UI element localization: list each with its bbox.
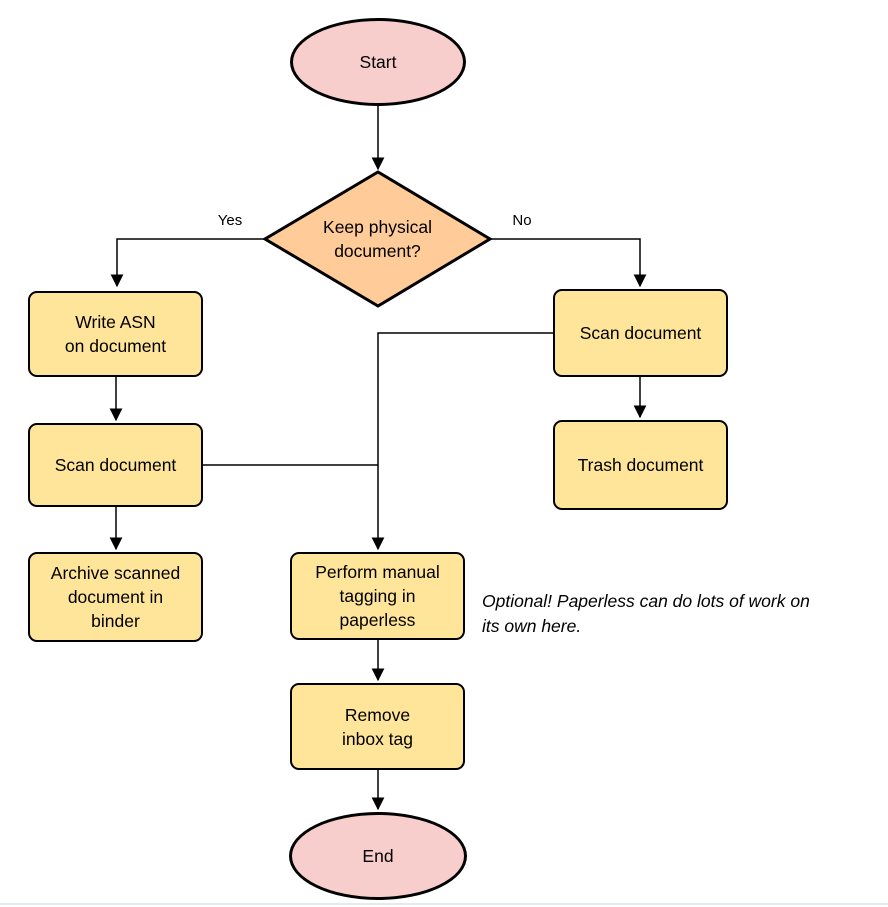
node-remove-inbox-tag-label: Remove inbox tag <box>341 704 414 749</box>
node-scan-document-right: Scan document <box>553 289 728 377</box>
node-perform-tagging-label: Perform manual tagging in paperless <box>315 562 440 630</box>
node-end: End <box>289 812 467 900</box>
node-perform-tagging: Perform manual tagging in paperless <box>290 552 465 640</box>
node-write-asn-label: Write ASN on document <box>64 312 167 356</box>
page-bottom-divider <box>0 903 888 905</box>
node-archive-binder: Archive scanned document in binder <box>28 552 203 642</box>
node-trash-document-label: Trash document <box>577 455 704 475</box>
node-scan-document-left-label: Scan document <box>54 455 177 475</box>
node-scan-document-right-label: Scan document <box>579 323 702 343</box>
edge-label-no: No <box>512 212 532 229</box>
edge-label-yes: Yes <box>217 212 243 229</box>
node-start: Start <box>290 18 466 106</box>
edge-scan-right-to-perform-tagging <box>371 332 553 551</box>
node-start-label: Start <box>359 52 397 72</box>
node-write-asn: Write ASN on document <box>28 291 203 377</box>
node-trash-document: Trash document <box>553 420 728 510</box>
node-decision-label: Keep physical document? <box>323 217 432 261</box>
node-remove-inbox-tag: Remove inbox tag <box>290 683 465 770</box>
edge-decision-no-to-scan-right <box>490 238 647 288</box>
decision-diamond-shape <box>262 170 493 308</box>
node-decision: Keep physical document? <box>265 172 490 306</box>
edge-decision-yes-to-write-asn <box>110 238 265 288</box>
node-archive-binder-label: Archive scanned document in binder <box>50 563 181 631</box>
node-scan-document-left: Scan document <box>28 423 203 507</box>
node-end-label: End <box>362 846 394 866</box>
annotation-optional-note: Optional! Paperless can do lots of work … <box>482 591 810 636</box>
